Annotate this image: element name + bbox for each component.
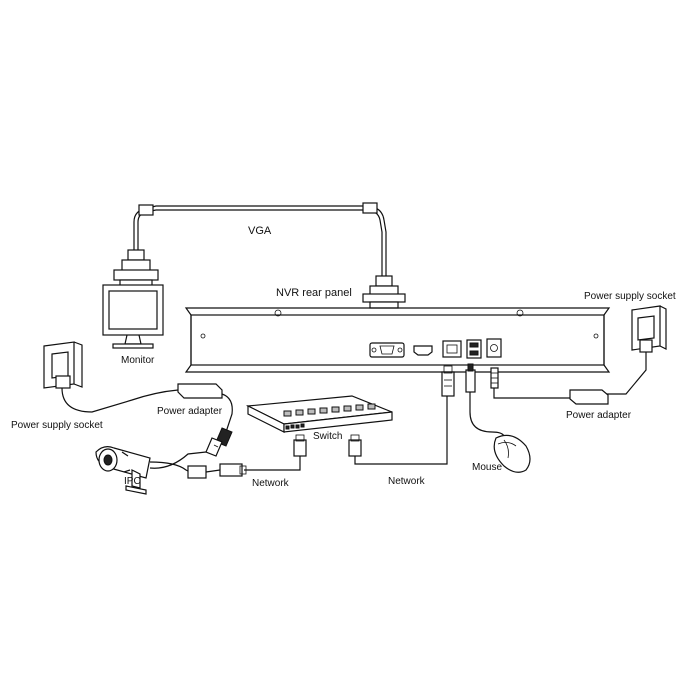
ipc-network-jack [187,465,207,479]
nvr-lan-port [442,340,462,358]
ipc-label: IPC [124,476,141,487]
nvr-mount-hole-right [593,333,599,339]
nvr-usb-ports [466,339,482,359]
power-socket-left [43,341,83,389]
mouse-label: Mouse [472,462,502,473]
nvr-inner-frame [190,314,605,366]
nvr-rear-panel [184,307,611,373]
switch-label: Switch [313,431,342,442]
nvr-screw-left [274,309,282,317]
vga-ferrite-left [138,204,154,216]
vga-plug-monitor [113,249,159,289]
power-socket-left-label: Power supply socket [11,420,103,431]
ipc-lens [103,454,113,466]
nvr-mount-hole-left [200,333,206,339]
power-plug-left [55,375,71,389]
network-right-label: Network [388,476,426,487]
monitor [102,284,164,349]
ipc-camera [95,446,221,495]
power-socket-right-label: Power supply socket [584,291,676,302]
power-plug-right [639,339,653,353]
vga-label: VGA [248,225,272,237]
power-adapter-left-label: Power adapter [157,406,223,417]
nvr-power-port [486,338,502,358]
switch [245,395,393,433]
power-adapter-right [490,352,647,405]
vga-cable [113,202,406,309]
nvr-rear-panel-label: NVR rear panel [276,287,352,299]
nvr-vga-port [369,342,405,358]
rj45-plug-switch-left [293,439,307,457]
rj45-plug-nvr [441,371,455,397]
rj45-plug-switch-right [348,439,362,457]
nvr-screw-right [516,309,524,317]
network-cable-left [219,434,307,477]
monitor-screen [108,290,158,330]
monitor-label: Monitor [121,355,155,366]
dc-connector-ipc [205,427,233,457]
nvr-hdmi-port [413,345,433,356]
network-left-label: Network [252,478,290,489]
power-adapter-left [61,383,233,457]
ipc-bracket [131,469,141,489]
power-adapter-right-label: Power adapter [566,410,632,421]
rj45-plug-ipc [219,463,243,477]
vga-ferrite-right [362,202,378,214]
mouse-usb-plug [465,369,476,393]
switch-leds [285,423,305,430]
network-cable-right [348,365,455,465]
mouse [465,363,531,473]
vga-plug-nvr [362,275,406,309]
switch-ports [283,403,376,417]
monitor-stand [112,343,154,349]
power-socket-right [631,305,667,353]
